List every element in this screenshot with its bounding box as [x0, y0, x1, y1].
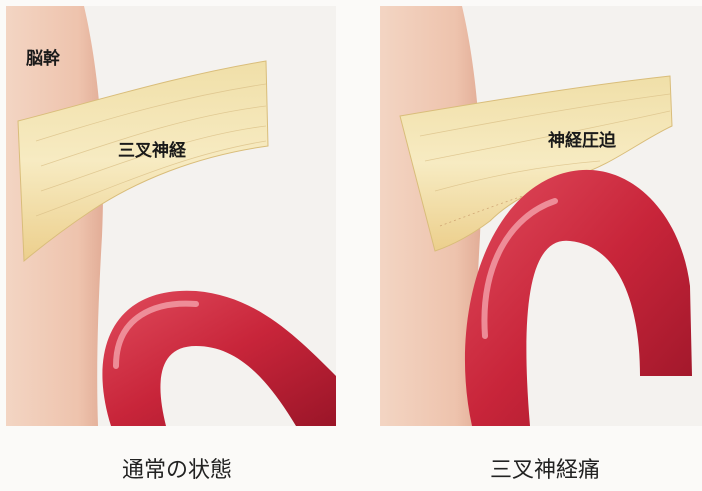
trigeminal-nerve-label: 三叉神経	[118, 136, 186, 161]
artery-shape	[102, 291, 336, 426]
neuralgia-panel: 神経圧迫	[380, 6, 702, 426]
neuralgia-illustration	[380, 6, 702, 426]
neuralgia-caption: 三叉神経痛	[490, 452, 600, 484]
normal-state-caption: 通常の状態	[122, 452, 232, 484]
normal-state-panel: 脳幹 三叉神経	[6, 6, 336, 426]
nerve-compression-label: 神経圧迫	[548, 126, 616, 151]
brainstem-label: 脳幹	[26, 44, 60, 69]
normal-state-illustration	[6, 6, 336, 426]
